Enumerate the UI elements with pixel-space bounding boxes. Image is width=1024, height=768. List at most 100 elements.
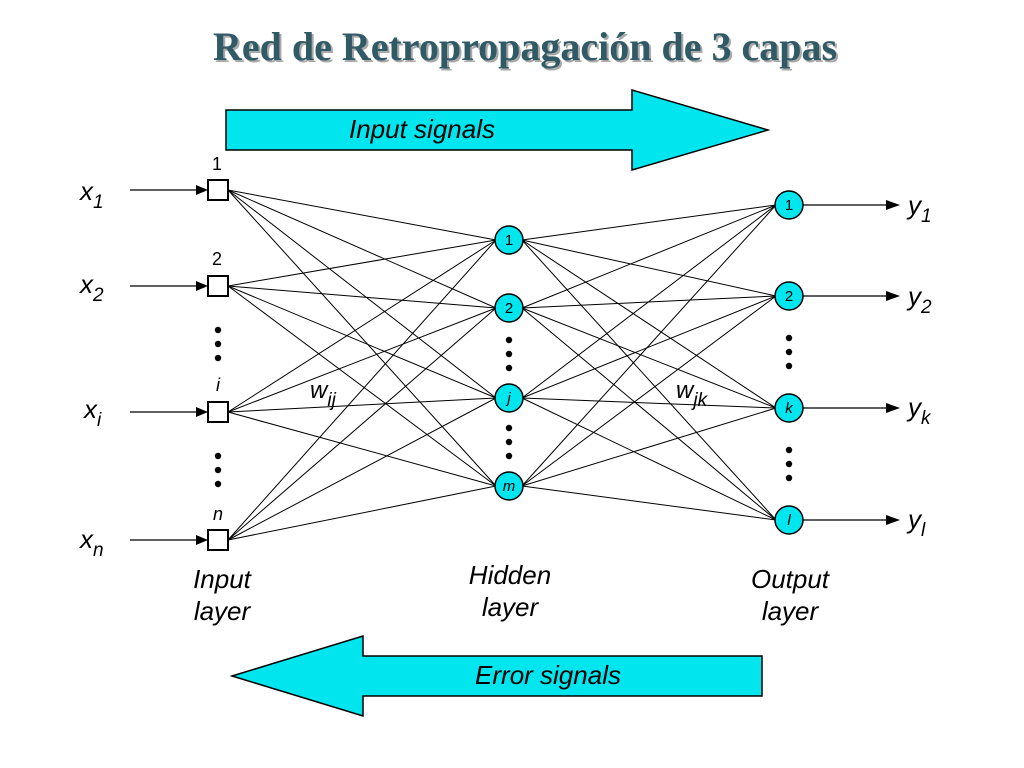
edge-input-c-hidden-c — [227, 397, 497, 413]
output-node-k: k — [774, 393, 804, 423]
output-label-y1: y1 — [906, 190, 932, 227]
output-arrowhead-icon-c — [886, 403, 900, 413]
edge-hidden-c-output-a — [521, 204, 777, 399]
hidden-node-1: 1 — [494, 225, 524, 255]
hidden-layer-nodes: 1 2 j m — [494, 225, 524, 501]
output-node-l-label: l — [787, 512, 791, 529]
edge-hidden-b-output-a — [521, 204, 777, 309]
weight-wij-base: w — [310, 377, 329, 404]
page-title: Red de Retropropagación de 3 capas — [213, 24, 837, 69]
output-node-1-label: 1 — [785, 197, 793, 214]
input-arrowhead-icon-a — [196, 185, 208, 195]
output-label-y2-sub: 2 — [920, 297, 932, 318]
input-signals-label: Input signals — [349, 114, 495, 144]
input-node-i — [207, 401, 229, 423]
input-ellipsis-lower — [214, 452, 222, 488]
hidden-node-1-label: 1 — [505, 232, 513, 249]
output-ellipsis-lower — [785, 446, 793, 482]
input-signals-arrow: Input signals — [225, 88, 771, 172]
output-node-k-label: k — [785, 400, 794, 417]
hidden-layer-label-line2: layer — [482, 592, 540, 622]
output-label-yl-sub: l — [921, 520, 926, 541]
edge-input-b-hidden-a — [227, 239, 497, 287]
edge-input-a-hidden-d — [227, 189, 497, 487]
hidden-node-j: j — [494, 383, 524, 413]
input-indices: 1 2 i n — [212, 154, 223, 524]
edge-input-b-hidden-c — [227, 285, 497, 399]
hidden-node-m: m — [494, 471, 524, 501]
edge-input-d-hidden-a — [227, 239, 497, 541]
input-label-x2-sub: 2 — [92, 285, 104, 306]
output-label-yk: yk — [906, 392, 932, 429]
hidden-node-j-label: j — [505, 390, 511, 407]
input-index-2: 2 — [212, 249, 222, 269]
weight-wjk-base: w — [676, 377, 695, 404]
hidden-node-m-label: m — [503, 478, 516, 495]
edge-hidden-a-output-b — [521, 239, 777, 297]
input-node-2 — [207, 275, 229, 297]
edge-hidden-a-output-c — [521, 239, 777, 409]
input-layer-nodes — [207, 179, 229, 551]
edge-hidden-a-output-a — [521, 204, 777, 241]
edge-input-a-hidden-c — [227, 189, 497, 399]
input-index-1: 1 — [212, 154, 222, 174]
edge-input-b-hidden-b — [227, 285, 497, 309]
edge-input-d-hidden-d — [227, 485, 497, 541]
title-shadow: Red de Retropropagación de 3 capas — [215, 26, 839, 71]
edge-input-a-hidden-b — [227, 189, 497, 309]
edge-input-d-hidden-c — [227, 397, 497, 541]
input-index-i: i — [216, 375, 221, 395]
input-layer-label-line2: layer — [194, 596, 252, 626]
weight-label-wij: wij — [310, 377, 337, 411]
input-label-xn: xn — [78, 524, 104, 561]
edge-hidden-b-output-d — [521, 307, 777, 521]
input-label-xi-sub: i — [97, 410, 102, 431]
output-labels: y1 y2 yk yl — [906, 190, 932, 541]
weight-wij-sub: ij — [327, 390, 336, 411]
edge-hidden-c-output-c — [521, 397, 777, 409]
output-label-yk-base: y — [906, 392, 923, 422]
output-label-y1-base: y — [906, 190, 923, 220]
input-layer-label-line1: Input — [193, 564, 253, 594]
output-node-2-label: 2 — [785, 288, 793, 305]
output-node-l: l — [774, 505, 804, 535]
edge-hidden-c-output-d — [521, 397, 777, 521]
edge-hidden-d-output-c — [521, 407, 777, 487]
input-labels: x1 x2 xi xn — [78, 176, 104, 561]
input-label-x2-base: x — [78, 269, 94, 299]
edge-input-c-hidden-b — [227, 307, 497, 413]
output-arrowhead-icon-a — [886, 200, 900, 210]
input-label-xn-base: x — [78, 524, 94, 554]
ellipsis-dots — [214, 326, 793, 488]
edge-input-c-hidden-a — [227, 239, 497, 413]
weight-wjk-sub: jk — [690, 390, 708, 411]
right-arrow-icon — [225, 88, 771, 172]
hidden-node-2-label: 2 — [505, 300, 513, 317]
input-node-1 — [207, 179, 229, 201]
output-label-yl: yl — [906, 504, 926, 541]
edge-input-b-hidden-d — [227, 285, 497, 487]
hidden-ellipsis-lower — [505, 424, 513, 460]
edge-input-c-hidden-d — [227, 411, 497, 487]
layer-labels: Input layer Hidden layer Output layer — [193, 560, 831, 626]
output-label-yk-sub: k — [921, 408, 932, 429]
weight-label-wjk: wjk — [676, 377, 709, 411]
output-label-y2-base: y — [906, 281, 923, 311]
hidden-layer-label-line1: Hidden — [469, 560, 551, 590]
output-label-y1-sub: 1 — [921, 206, 932, 227]
output-layer-label-line1: Output — [751, 564, 831, 594]
output-arrows — [803, 200, 900, 525]
output-label-yl-base: y — [906, 504, 923, 534]
edge-input-d-hidden-b — [227, 307, 497, 541]
edge-input-a-hidden-a — [227, 189, 497, 241]
input-index-n: n — [213, 504, 223, 524]
output-node-2: 2 — [774, 281, 804, 311]
output-arrowhead-icon-d — [886, 515, 900, 525]
edge-hidden-d-output-d — [521, 485, 777, 521]
input-arrows — [130, 185, 208, 545]
edge-hidden-a-output-d — [521, 239, 777, 521]
output-node-1: 1 — [774, 190, 804, 220]
input-label-x1-sub: 1 — [93, 192, 104, 213]
input-ellipsis-upper — [214, 326, 222, 362]
